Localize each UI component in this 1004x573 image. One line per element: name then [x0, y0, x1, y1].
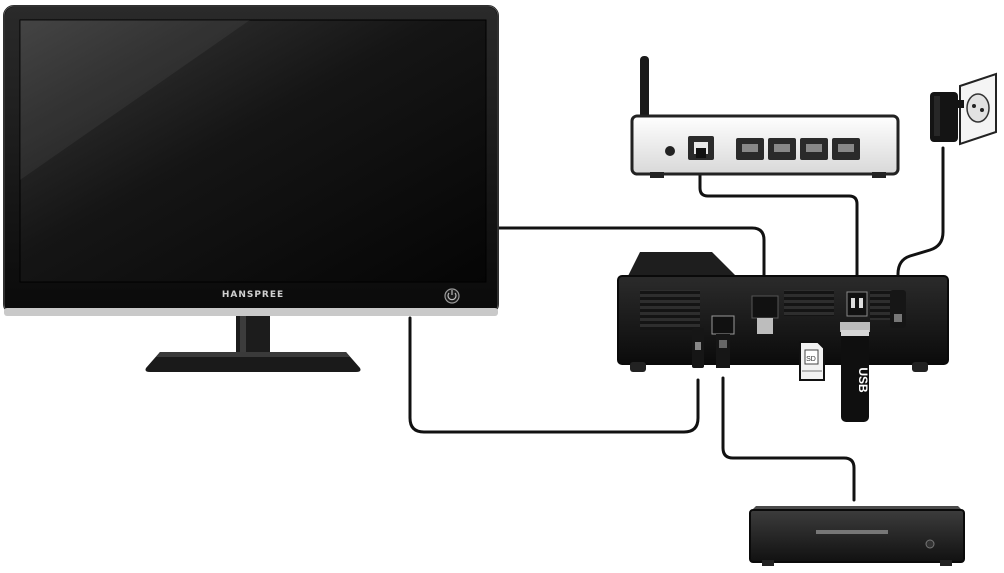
audio-player-body: [749, 509, 965, 563]
usb-stick-label: USB: [856, 367, 870, 393]
media-box-vent-left: [640, 290, 700, 330]
tv-stand-base-top: [156, 352, 350, 357]
router: [630, 56, 900, 178]
tv-bottom-trim: [4, 308, 498, 316]
router-foot-left: [650, 172, 664, 178]
tv-power-button[interactable]: [444, 288, 460, 304]
audio-player: [749, 506, 965, 566]
wall-outlet: [959, 72, 997, 146]
box-optical-port: [711, 315, 735, 368]
box-av-plug: [692, 328, 704, 368]
router-to-box-cable: [698, 164, 859, 298]
sd-card[interactable]: SD: [799, 341, 825, 381]
tv-screen-glare: [20, 20, 250, 180]
tv: HANSPREE: [3, 5, 499, 372]
cables: [408, 146, 945, 502]
audio-player-foot-right: [940, 560, 952, 566]
audio-player-disc-slot: [816, 530, 888, 534]
router-foot-right: [872, 172, 886, 178]
box-power-plug: [890, 290, 906, 328]
router-wan-port: [688, 136, 714, 160]
box-ethernet-port: [751, 295, 779, 334]
tv-to-box-av-cable: [408, 316, 700, 434]
media-box-top-slant: [628, 252, 740, 280]
tv-screen: [19, 19, 487, 283]
box-to-player-cable: [721, 376, 856, 502]
media-box-foot-left: [630, 362, 646, 372]
audio-player-foot-left: [762, 560, 774, 566]
tv-brand-logo: HANSPREE: [222, 290, 284, 300]
power-adapter: [930, 92, 964, 142]
tv-to-box-cable: [495, 226, 766, 300]
media-box-vent-center: [784, 290, 834, 316]
media-box-foot-right: [912, 362, 928, 372]
box-usb-slot: [840, 322, 870, 332]
audio-player-button: [925, 539, 935, 549]
power-icon: [447, 292, 457, 301]
router-lan-ports: [736, 138, 860, 160]
tv-stand-neck-highlight: [240, 316, 246, 360]
usb-stick[interactable]: USB: [841, 330, 870, 422]
router-power-jack: [665, 146, 675, 156]
box-lan-plug: [846, 291, 868, 317]
sd-card-label: SD: [806, 356, 816, 363]
power-cable: [896, 146, 945, 298]
